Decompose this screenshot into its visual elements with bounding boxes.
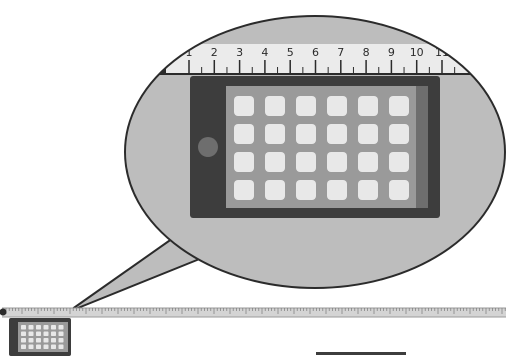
ruler-label: 6 — [312, 46, 319, 59]
rounded-square-icon — [51, 325, 56, 330]
rounded-square-icon — [327, 124, 347, 144]
rounded-square-icon — [28, 344, 34, 349]
rounded-square-icon — [36, 325, 41, 330]
rounded-square-icon — [265, 124, 285, 144]
ruler-label: 7 — [337, 46, 344, 59]
rounded-square-icon — [358, 96, 378, 116]
rounded-square-icon — [234, 180, 254, 200]
rounded-square-icon — [389, 180, 409, 200]
rounded-square-icon — [234, 152, 254, 172]
rounded-square-icon — [36, 338, 41, 343]
rounded-square-icon — [234, 96, 254, 116]
rounded-square-icon — [21, 331, 26, 336]
rounded-square-icon — [327, 180, 347, 200]
rounded-square-icon — [296, 152, 316, 172]
rounded-square-icon — [43, 325, 49, 330]
rounded-square-icon — [43, 331, 49, 336]
rounded-square-icon — [389, 124, 409, 144]
rounded-square-icon — [58, 344, 64, 349]
ruler-label: 10 — [410, 46, 424, 59]
ruler-label: 9 — [388, 46, 395, 59]
tape-end-hook — [0, 308, 7, 316]
rounded-square-icon — [28, 325, 34, 330]
ruler-label: 4 — [261, 46, 268, 59]
rounded-square-icon — [51, 338, 56, 343]
measuring-tape — [0, 307, 506, 318]
rounded-square-icon — [43, 338, 49, 343]
rounded-square-icon — [358, 180, 378, 200]
ruler-label: 8 — [363, 46, 370, 59]
rounded-square-icon — [58, 331, 64, 336]
rounded-square-icon — [358, 124, 378, 144]
rounded-square-icon — [36, 344, 41, 349]
rounded-square-icon — [36, 331, 41, 336]
rounded-square-icon — [296, 180, 316, 200]
ruler-label: 3 — [236, 46, 243, 59]
rounded-square-icon — [21, 344, 26, 349]
ruler-label: 2 — [211, 46, 218, 59]
rounded-square-icon — [21, 338, 26, 343]
rounded-square-icon — [265, 180, 285, 200]
rounded-square-icon — [327, 152, 347, 172]
bottom-bar — [316, 352, 406, 355]
rounded-square-icon — [21, 325, 26, 330]
ruler-band — [150, 44, 490, 74]
rounded-square-icon — [28, 331, 34, 336]
ruler-label: 5 — [287, 46, 294, 59]
magnified-tablet — [190, 76, 440, 218]
tape-ticks — [5, 308, 506, 314]
small-tablet — [9, 318, 71, 356]
rounded-square-icon — [358, 152, 378, 172]
rounded-square-icon — [296, 124, 316, 144]
small-tablet-app-grid — [21, 325, 64, 349]
rounded-square-icon — [389, 96, 409, 116]
rounded-square-icon — [51, 331, 56, 336]
rounded-square-icon — [51, 344, 56, 349]
ruler-label: 1 — [186, 46, 193, 59]
rounded-square-icon — [265, 96, 285, 116]
rounded-square-icon — [265, 152, 285, 172]
rounded-square-icon — [327, 96, 347, 116]
rounded-square-icon — [58, 325, 64, 330]
rounded-square-icon — [296, 96, 316, 116]
rounded-square-icon — [58, 338, 64, 343]
rounded-square-icon — [389, 152, 409, 172]
circle-button-icon — [198, 137, 218, 157]
rounded-square-icon — [28, 338, 34, 343]
tablet-app-grid — [234, 96, 409, 200]
rounded-square-icon — [234, 124, 254, 144]
rounded-square-icon — [43, 344, 49, 349]
